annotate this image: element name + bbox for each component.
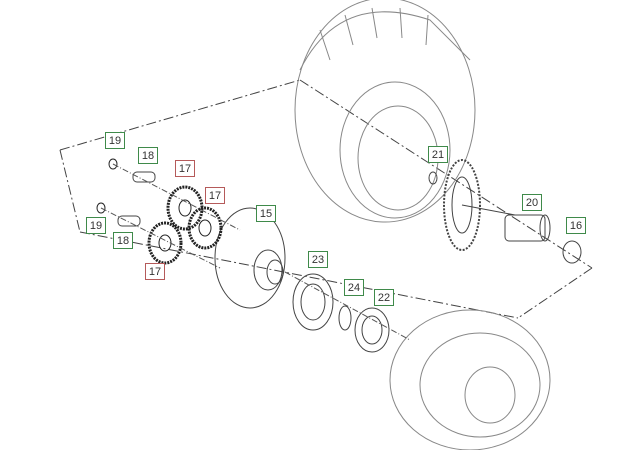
snap-ring-24 (338, 305, 352, 331)
planet-gears-17 (147, 185, 223, 265)
planet-carrier-15 (214, 207, 286, 309)
snap-ring-16 (562, 240, 582, 264)
callout-20[interactable]: 20 (522, 194, 542, 211)
callout-18[interactable]: 18 (138, 147, 158, 164)
callout-19[interactable]: 19 (86, 217, 106, 234)
callout-16[interactable]: 16 (566, 217, 586, 234)
axis-lines (100, 163, 411, 341)
callout-15[interactable]: 15 (256, 205, 276, 222)
callout-17[interactable]: 17 (205, 187, 225, 204)
callout-21[interactable]: 21 (428, 146, 448, 163)
callout-17[interactable]: 17 (145, 263, 165, 280)
callout-18[interactable]: 18 (113, 232, 133, 249)
bearing-23 (292, 273, 334, 331)
o-rings-19 (96, 158, 118, 214)
shaft-20 (504, 214, 551, 242)
ring-gear-21 (443, 159, 516, 251)
callout-22[interactable]: 22 (374, 289, 394, 306)
callout-19[interactable]: 19 (105, 132, 125, 149)
wheel-hub-lower (389, 309, 551, 450)
callout-23[interactable]: 23 (308, 251, 328, 268)
snap-ring-21 (428, 171, 438, 185)
assembly-boundary-dashed (59, 79, 593, 319)
callout-24[interactable]: 24 (344, 279, 364, 296)
pins-18 (117, 171, 156, 227)
callout-17[interactable]: 17 (175, 160, 195, 177)
wheel-hub-upper (294, 0, 476, 223)
bearing-22 (354, 307, 390, 353)
